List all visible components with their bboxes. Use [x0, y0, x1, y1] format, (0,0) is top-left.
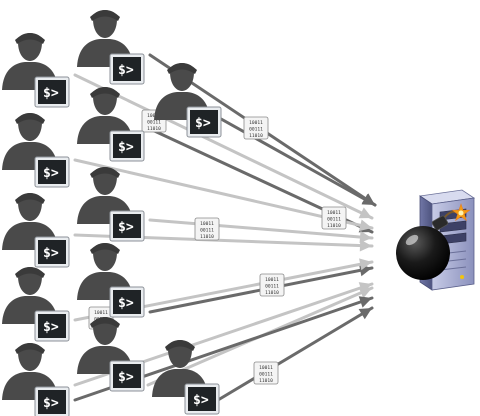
terminal-prompt-text: $> — [118, 140, 134, 155]
attack-arrow — [73, 73, 374, 220]
packet-bits: 10011 — [147, 113, 161, 119]
attacker-user-icon: $> — [77, 10, 145, 85]
terminal-prompt-text: $> — [43, 86, 59, 101]
person-hood — [90, 167, 120, 178]
packet-bits: 00111 — [200, 228, 214, 234]
terminal-prompt-text: $> — [43, 320, 59, 335]
terminal-prompt-icon: $> — [34, 156, 70, 188]
packet-bits: 11010 — [265, 290, 279, 296]
attacker-user-icon: $> — [2, 113, 70, 188]
terminal-prompt-text: $> — [195, 116, 211, 131]
attacker-user-icon: $> — [154, 63, 222, 138]
bomb-body — [396, 226, 450, 280]
packet-bits: 10011 — [259, 365, 273, 371]
terminal-prompt-text: $> — [118, 296, 134, 311]
person-hood — [15, 343, 45, 354]
person-hood — [90, 10, 120, 21]
attack-arrow — [148, 218, 374, 244]
packet-bits: 00111 — [147, 120, 161, 126]
packet-bits: 11010 — [327, 223, 341, 229]
person-hood — [167, 63, 197, 74]
attacker-user-icon: $> — [77, 243, 145, 318]
target-server — [396, 189, 476, 291]
packet-bits: 00111 — [327, 217, 341, 223]
terminal-prompt-text: $> — [118, 220, 134, 235]
terminal-prompt-icon: $> — [109, 210, 145, 242]
terminal-prompt-icon: $> — [34, 386, 70, 416]
packet-bits: 11010 — [249, 133, 263, 139]
terminal-prompt-icon: $> — [109, 53, 145, 85]
packet-bits: 10011 — [327, 210, 341, 216]
packet-bits: 11010 — [200, 234, 214, 240]
packet-bits: 10011 — [249, 120, 263, 126]
person-hood — [15, 33, 45, 44]
terminal-prompt-icon: $> — [184, 383, 220, 415]
person-hood — [90, 243, 120, 254]
bomb-icon — [396, 203, 471, 280]
attack-arrow — [216, 306, 374, 402]
terminal-prompt-text: $> — [118, 63, 134, 78]
attacker-user-icon: $> — [77, 87, 145, 162]
person-hood — [15, 267, 45, 278]
terminal-prompt-text: $> — [118, 370, 134, 385]
attacker-user-icon: $> — [2, 193, 70, 268]
terminal-prompt-icon: $> — [109, 286, 145, 318]
terminal-prompt-text: $> — [43, 396, 59, 411]
attacker-group: $> $> $> $> $> $> $> $> $> $> $> $> — [2, 10, 222, 416]
packet-bits: 00111 — [265, 284, 279, 290]
person-hood — [90, 317, 120, 328]
person-hood — [90, 87, 120, 98]
person-hood — [15, 193, 45, 204]
attacker-user-icon: $> — [2, 33, 70, 108]
terminal-prompt-icon: $> — [109, 130, 145, 162]
packet-bits: 11010 — [259, 378, 273, 384]
attack-arrow — [203, 108, 377, 207]
terminal-prompt-icon: $> — [34, 236, 70, 268]
terminal-prompt-text: $> — [43, 166, 59, 181]
packet-bits: 11010 — [147, 126, 161, 132]
attacker-user-icon: $> — [77, 167, 145, 242]
terminal-prompt-icon: $> — [34, 76, 70, 108]
packet-bits: 00111 — [259, 372, 273, 378]
terminal-prompt-icon: $> — [109, 360, 145, 392]
attacker-user-icon: $> — [152, 340, 220, 415]
terminal-prompt-icon: $> — [34, 310, 70, 342]
attacker-user-icon: $> — [77, 317, 145, 392]
terminal-prompt-text: $> — [193, 393, 209, 408]
terminal-prompt-text: $> — [43, 246, 59, 261]
person-hood — [165, 340, 195, 351]
packet-bits: 00111 — [249, 127, 263, 133]
terminal-prompt-icon: $> — [186, 106, 222, 138]
attacker-user-icon: $> — [2, 267, 70, 342]
packet-bits: 10011 — [200, 221, 214, 227]
packet-bits: 10011 — [265, 277, 279, 283]
person-hood — [15, 113, 45, 124]
attacker-user-icon: $> — [2, 343, 70, 416]
packet-bits: 10011 — [94, 310, 108, 316]
